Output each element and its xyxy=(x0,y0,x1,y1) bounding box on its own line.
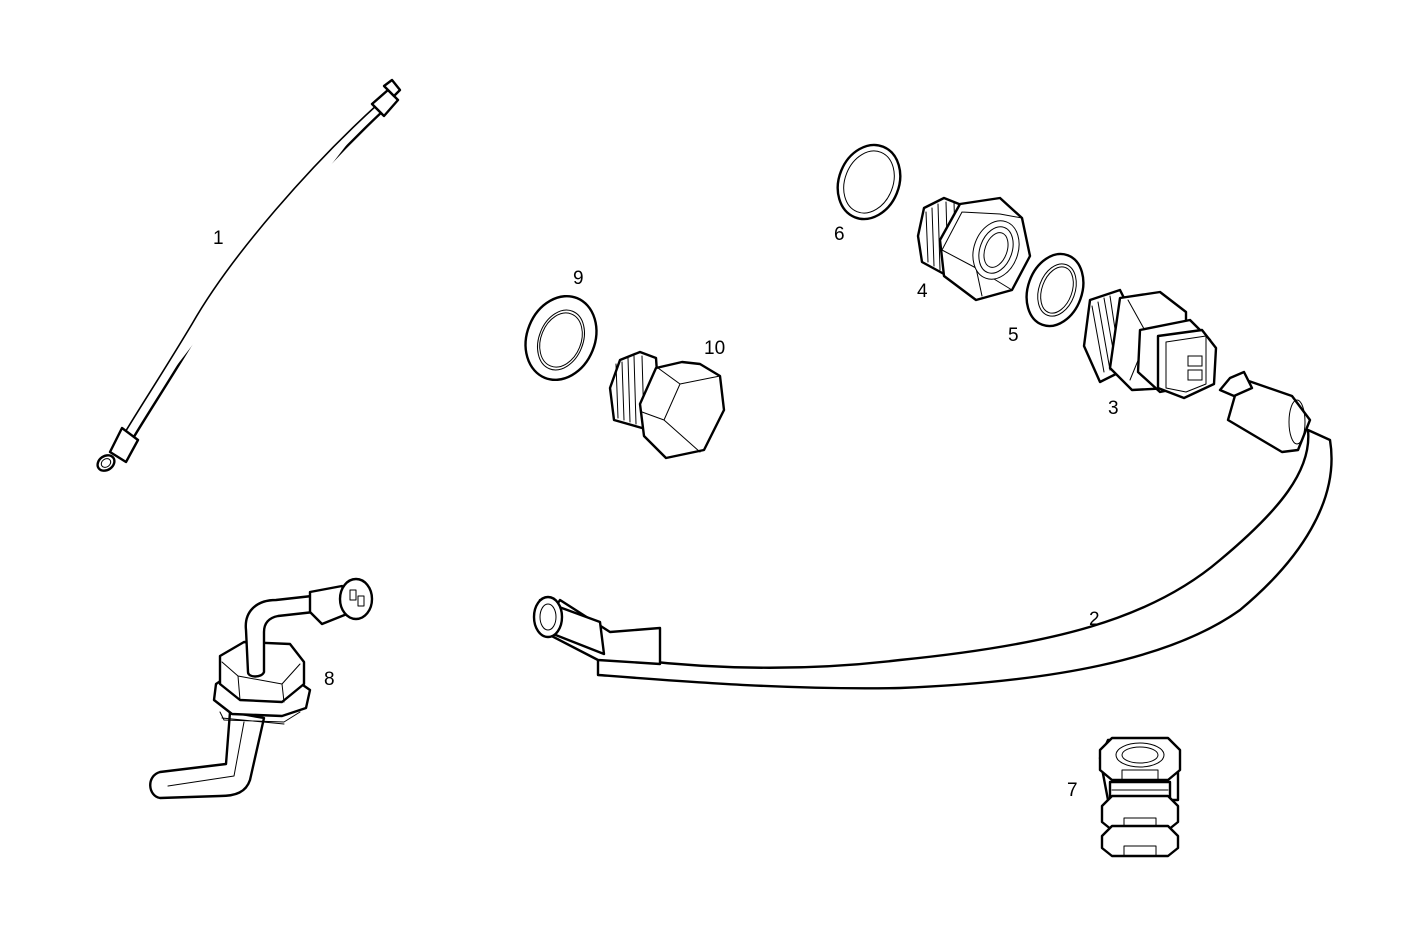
callout-10: 10 xyxy=(704,338,726,359)
part-8-level-sensor xyxy=(149,577,374,800)
callout-9: 9 xyxy=(573,268,584,289)
callout-1: 1 xyxy=(213,228,224,249)
callout-5: 5 xyxy=(1008,325,1019,346)
part-9-sealing-washer xyxy=(524,294,598,382)
part-5-sealing-washer xyxy=(1025,252,1085,328)
callout-7: 7 xyxy=(1067,780,1078,801)
callout-3: 3 xyxy=(1108,398,1119,419)
part-3-sensor-connector xyxy=(1082,288,1218,400)
part-10-hex-plug xyxy=(608,350,726,460)
part-2-cable-harness xyxy=(532,370,1333,690)
callout-4: 4 xyxy=(917,281,928,302)
callout-6: 6 xyxy=(834,224,845,245)
part-4-hex-adapter xyxy=(916,196,1032,302)
part-1-thin-cable xyxy=(96,78,402,472)
part-7-cable-gland xyxy=(1098,736,1182,858)
callout-2: 2 xyxy=(1089,609,1100,630)
callout-8: 8 xyxy=(324,669,335,690)
part-6-sealing-ring xyxy=(836,143,902,221)
